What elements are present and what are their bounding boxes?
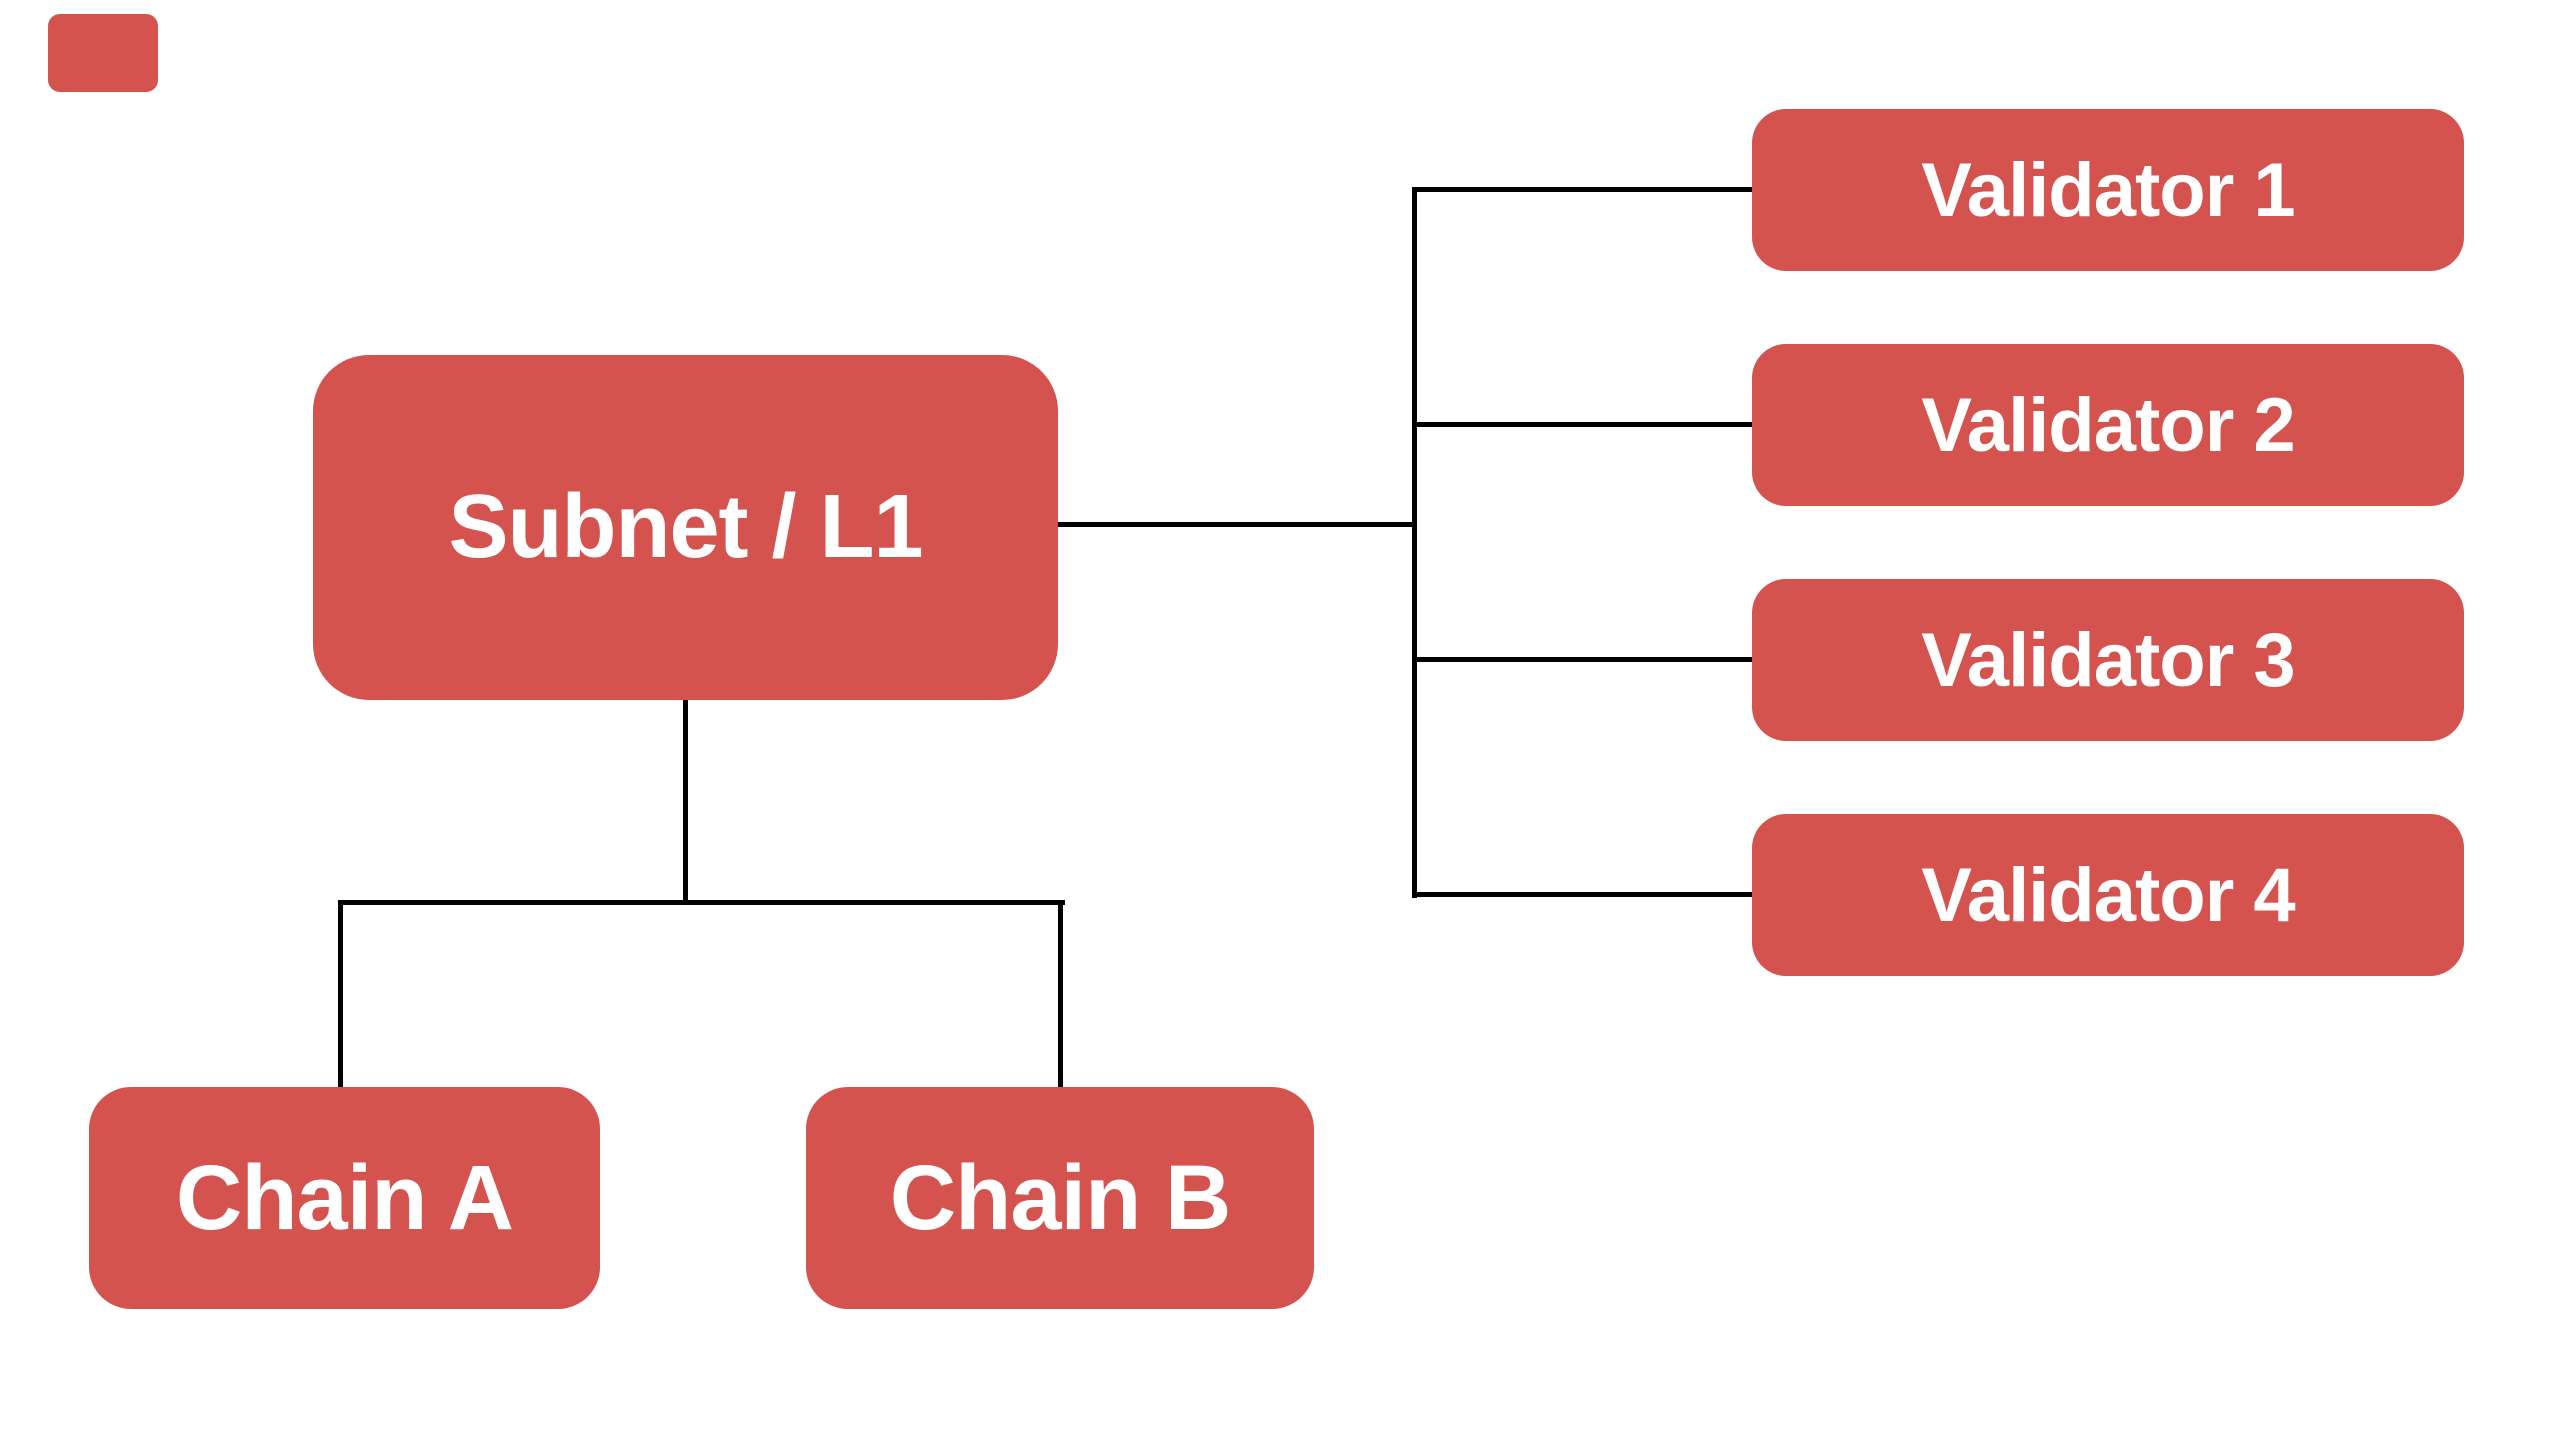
connector-branch-validator-2 — [1414, 422, 1752, 427]
connector-branch-validator-4 — [1414, 892, 1752, 897]
chain-a-node: Chain A — [89, 1087, 600, 1309]
validator-2-node: Validator 2 — [1752, 344, 2464, 506]
validator-1-label: Validator 1 — [1921, 147, 2295, 233]
connector-subnet-to-trunk — [1056, 522, 1414, 527]
connector-drop-chain-a — [338, 900, 343, 1087]
subnet-l1-label: Subnet / L1 — [448, 477, 923, 577]
validator-3-label: Validator 3 — [1921, 617, 2295, 703]
validator-4-label: Validator 4 — [1921, 852, 2295, 938]
connector-subnet-to-split — [683, 698, 688, 904]
corner-shape-fragment — [48, 14, 158, 92]
connector-validator-trunk — [1412, 187, 1417, 898]
connector-chain-split — [338, 900, 1065, 905]
connector-branch-validator-1 — [1414, 187, 1752, 192]
validator-4-node: Validator 4 — [1752, 814, 2464, 976]
validator-1-node: Validator 1 — [1752, 109, 2464, 271]
chain-b-node: Chain B — [806, 1087, 1314, 1309]
chain-b-label: Chain B — [889, 1146, 1232, 1249]
validator-2-label: Validator 2 — [1921, 382, 2295, 468]
subnet-l1-node: Subnet / L1 — [313, 355, 1058, 700]
chain-a-label: Chain A — [175, 1146, 514, 1249]
validator-3-node: Validator 3 — [1752, 579, 2464, 741]
connector-branch-validator-3 — [1414, 657, 1752, 662]
connector-drop-chain-b — [1058, 900, 1063, 1087]
